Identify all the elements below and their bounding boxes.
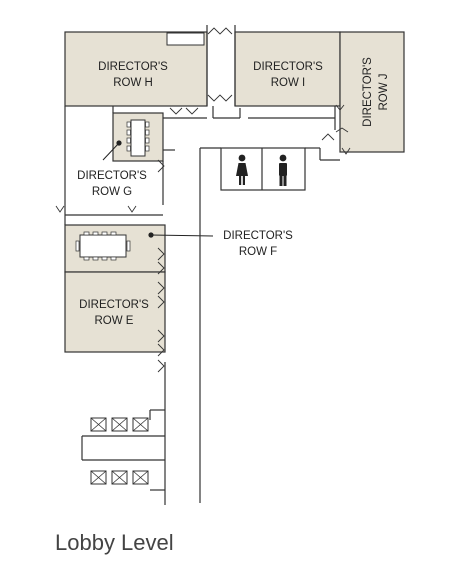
women-restroom-icon [236, 154, 248, 185]
room-row-g-label-2: ROW G [92, 186, 132, 198]
floor-title: Lobby Level [55, 530, 174, 555]
elevator-icon [111, 470, 128, 485]
room-row-e[interactable]: DIRECTOR'S ROW E [64, 271, 166, 353]
room-row-f-label-1: DIRECTOR'S [223, 230, 293, 242]
room-row-j-label-1: DIRECTOR'S [362, 57, 374, 127]
walls [64, 25, 340, 505]
room-row-g[interactable]: DIRECTOR'S ROW G [77, 112, 164, 198]
elevator-bank-lower [90, 470, 149, 485]
room-row-e-label-1: DIRECTOR'S [79, 299, 149, 311]
room-row-j-label-2: ROW J [378, 73, 390, 110]
elevator-icon [90, 470, 107, 485]
room-row-h-label-2: ROW H [113, 77, 153, 89]
elevator-icon [132, 417, 149, 432]
room-row-e-label-2: ROW E [95, 315, 134, 327]
elevator-icon [132, 470, 149, 485]
room-row-j[interactable]: DIRECTOR'S ROW J [339, 31, 405, 153]
room-row-i-label-1: DIRECTOR'S [253, 61, 323, 73]
room-row-f-label-2: ROW F [239, 246, 277, 258]
room-row-f[interactable]: DIRECTOR'S ROW F [64, 224, 293, 273]
room-row-h[interactable]: DIRECTOR'S ROW H [64, 31, 208, 107]
conference-table-icon [126, 119, 150, 157]
doors [55, 27, 351, 373]
room-row-h-label-1: DIRECTOR'S [98, 61, 168, 73]
room-row-g-label-1: DIRECTOR'S [77, 170, 147, 182]
men-restroom-icon [279, 154, 287, 186]
restrooms [220, 147, 306, 191]
elevator-bank-upper [90, 417, 149, 432]
conference-table-icon [75, 231, 131, 261]
room-row-i-label-2: ROW I [271, 77, 306, 89]
elevator-icon [111, 417, 128, 432]
room-row-i[interactable]: DIRECTOR'S ROW I [234, 31, 341, 107]
elevator-icon [90, 417, 107, 432]
